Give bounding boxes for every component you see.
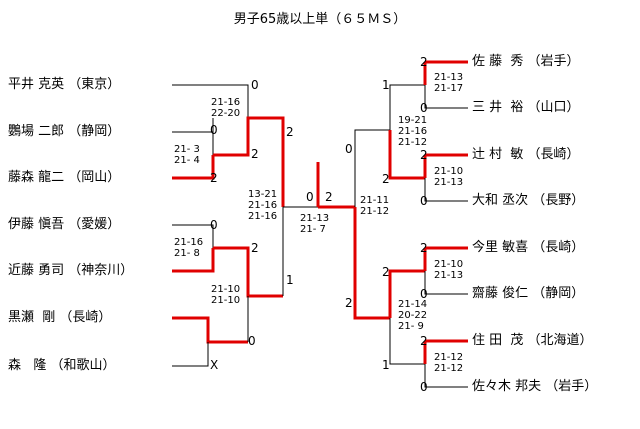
left-player: 鸚場 二郎 （静岡） xyxy=(8,124,121,139)
match-score: 2 xyxy=(345,296,353,310)
game-scores: 21- 3 21- 4 xyxy=(174,144,200,166)
final-score-right: 2 xyxy=(325,190,333,204)
match-score: 2 xyxy=(420,241,428,255)
bracket-line xyxy=(213,116,285,207)
left-player: 伊藤 愼吾 （愛媛） xyxy=(8,217,121,232)
right-player: 大和 丞次 （長野） xyxy=(472,193,585,208)
bracket-line xyxy=(172,248,215,273)
right-player: 辻 村 敏 （長崎） xyxy=(472,147,580,162)
match-score: 0 xyxy=(210,218,218,232)
game-scores: 21-14 20-22 21- 9 xyxy=(398,299,428,332)
match-score: 2 xyxy=(420,55,428,69)
left-player: 近藤 勇司 （神奈川） xyxy=(8,263,134,278)
match-score: 2 xyxy=(382,265,390,279)
game-scores: 21-12 21-12 xyxy=(434,352,464,374)
match-score: 1 xyxy=(286,273,294,287)
match-score: 1 xyxy=(382,78,390,92)
game-scores: 19-21 21-16 21-12 xyxy=(398,115,428,148)
match-score: 0 xyxy=(345,142,353,156)
bracket-line xyxy=(212,118,248,156)
right-player: 佐 藤 秀 （岩手） xyxy=(472,54,580,69)
bracket-line xyxy=(389,84,425,130)
bracket-line xyxy=(172,316,248,344)
bracket-line xyxy=(389,318,425,365)
match-score: 2 xyxy=(420,334,428,348)
match-score: 2 xyxy=(210,171,218,185)
match-score: 2 xyxy=(251,147,259,161)
bracket-line xyxy=(172,342,209,367)
right-player: 今里 敏喜 （長崎） xyxy=(472,240,585,255)
bracket-line xyxy=(172,84,249,118)
left-player: 黒瀬 剛 （長崎） xyxy=(8,310,112,325)
bracket-line xyxy=(424,178,468,202)
right-player: 住 田 茂 （北海道） xyxy=(472,333,593,348)
match-score: 2 xyxy=(420,148,428,162)
match-score: 2 xyxy=(382,172,390,186)
bracket-line xyxy=(172,224,214,248)
game-scores: 13-21 21-16 21-16 xyxy=(248,189,278,222)
right-player: 齋藤 俊仁 （静岡） xyxy=(472,286,585,301)
bracket-line xyxy=(424,271,468,295)
bracket-line xyxy=(388,269,425,318)
bracket-line xyxy=(424,364,468,388)
match-score: 0 xyxy=(210,123,218,137)
game-scores: 21-10 21-13 xyxy=(434,166,464,188)
left-player: 森 隆 （和歌山） xyxy=(8,358,116,373)
left-player: 平井 克英 （東京） xyxy=(8,77,121,92)
match-score: 1 xyxy=(382,358,390,372)
bracket-line xyxy=(213,246,283,298)
bracket-line xyxy=(354,129,390,207)
match-score: 2 xyxy=(286,125,294,139)
game-scores: 21-13 21-17 xyxy=(434,72,464,94)
right-player: 佐々木 邦夫 （岩手） xyxy=(472,379,598,394)
match-score: X xyxy=(210,358,219,372)
bracket-line xyxy=(353,207,390,320)
match-score: 0 xyxy=(420,287,428,301)
page-title: 男子65歳以上単（６５ＭＳ） xyxy=(233,12,407,27)
final-game-scores: 21-13 21- 7 xyxy=(300,213,330,235)
match-score: 0 xyxy=(420,194,428,208)
right-player: 三 井 裕 （山口） xyxy=(472,100,580,115)
bracket-line xyxy=(172,155,215,180)
match-score: 2 xyxy=(251,241,259,255)
match-score: 0 xyxy=(248,334,256,348)
bracket-line xyxy=(388,130,425,180)
game-scores: 21-10 21-13 xyxy=(434,259,464,281)
match-score: 0 xyxy=(420,101,428,115)
final-score-left: 0 xyxy=(306,190,314,204)
match-score: 0 xyxy=(420,380,428,394)
game-scores: 21-11 21-12 xyxy=(360,195,390,217)
game-scores: 21-16 22-20 xyxy=(211,97,241,119)
match-score: 0 xyxy=(251,78,259,92)
game-scores: 21-10 21-10 xyxy=(211,284,241,306)
left-player: 藤森 龍二 （岡山） xyxy=(8,170,121,185)
game-scores: 21-16 21- 8 xyxy=(174,237,204,259)
bracket-line xyxy=(424,85,468,109)
bracket-line xyxy=(172,131,214,155)
